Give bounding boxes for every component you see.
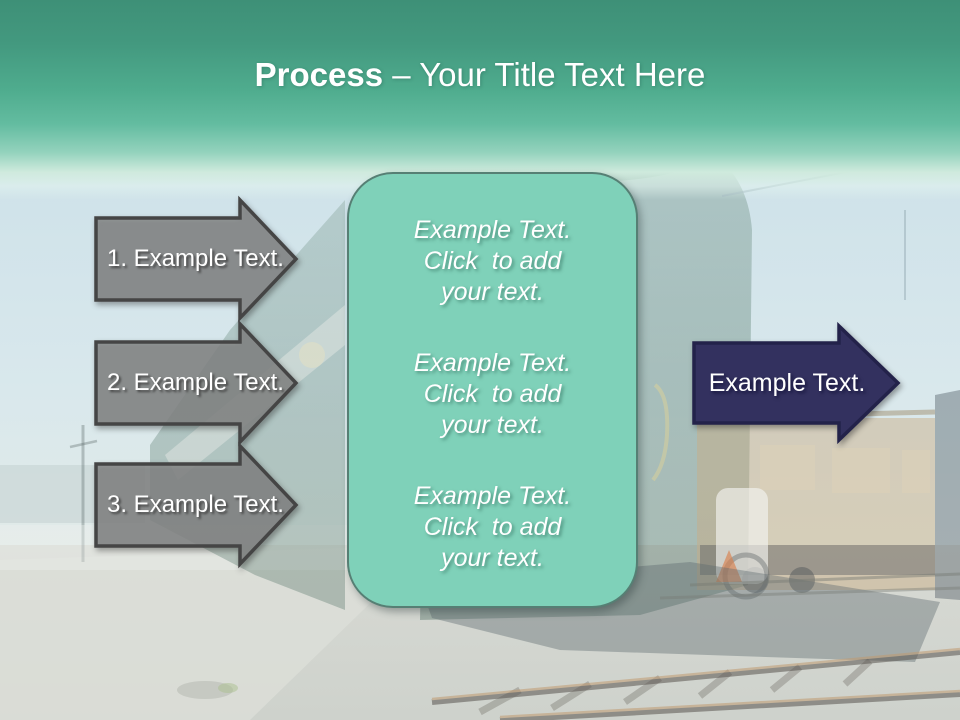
content-panel: Example Text. Click to add your text. Ex…	[347, 172, 638, 608]
step-arrow-3: 3. Example Text.	[94, 441, 300, 569]
step-arrow-1: 1. Example Text.	[94, 195, 300, 323]
right-arrow-shape-icon	[94, 441, 299, 569]
slide-title: Process – Your Title Text Here	[0, 54, 960, 96]
panel-text-block-1: Example Text. Click to add your text.	[413, 216, 572, 306]
panel-text-block-3: Example Text. Click to add your text.	[413, 482, 572, 572]
step-arrow-2: 2. Example Text.	[94, 319, 300, 447]
photo-right-railcar	[696, 390, 960, 600]
right-arrow-shape-icon	[94, 195, 299, 323]
right-arrow-shape-icon	[692, 321, 901, 445]
title-keyword: Process	[254, 56, 384, 93]
title-subtitle: – Your Title Text Here	[383, 56, 706, 93]
panel-text-block-2: Example Text. Click to add your text.	[413, 349, 572, 439]
right-arrow-shape-icon	[94, 319, 299, 447]
result-arrow: Example Text.	[692, 321, 902, 445]
photo-tracks	[431, 572, 960, 720]
